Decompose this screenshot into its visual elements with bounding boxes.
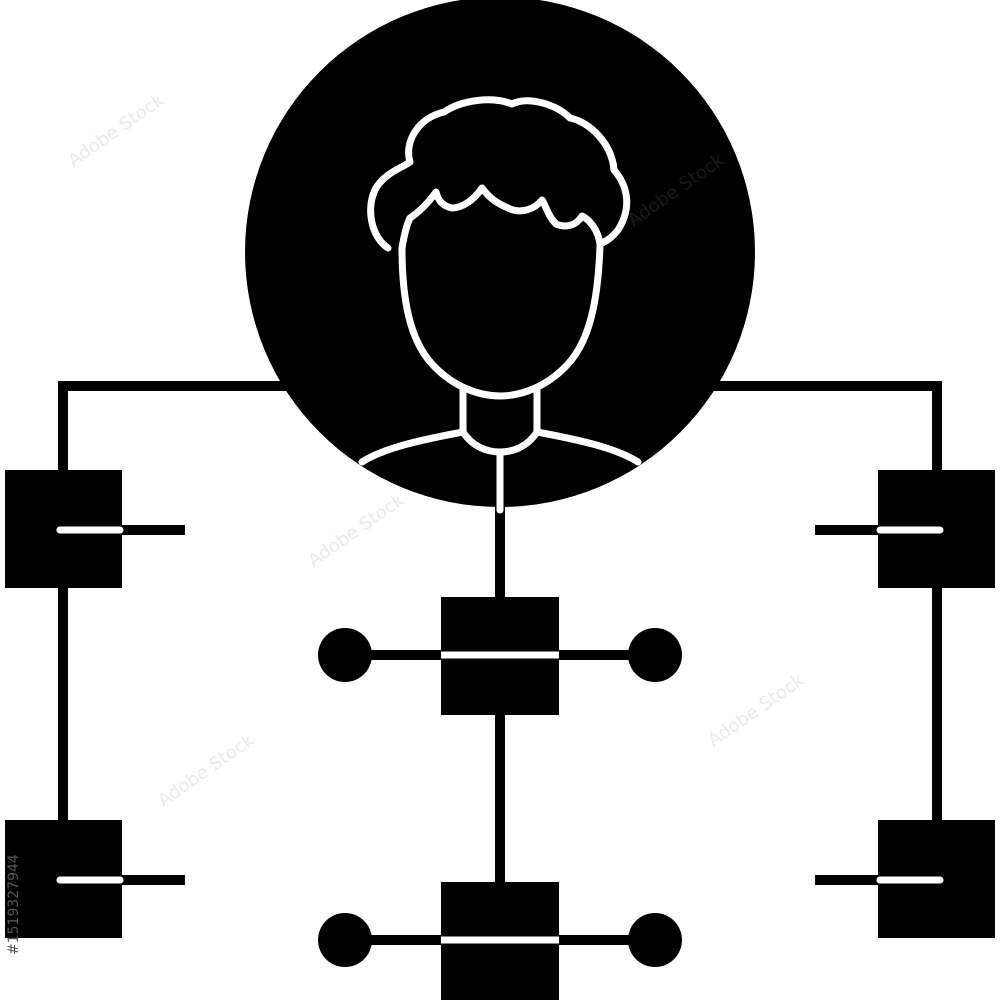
center-lower-left-dot [318,913,372,967]
center-node-lower [318,882,682,1000]
right-shoulder-line [533,428,642,466]
right-node-lower [815,820,995,938]
center-lower-right-dot [628,913,682,967]
center-upper-right-dot [628,628,682,682]
person-icon [358,96,642,514]
right-node-upper [815,470,995,588]
left-node-upper [5,470,185,588]
left-shoulder-line [358,428,467,466]
center-node-upper [318,597,682,715]
center-upper-left-dot [318,628,372,682]
avatar-circle [245,0,755,507]
hair-outline [367,96,631,252]
left-node-lower [5,820,185,938]
watermark-id: #1519327944 [6,854,22,955]
face-outline [398,242,604,400]
